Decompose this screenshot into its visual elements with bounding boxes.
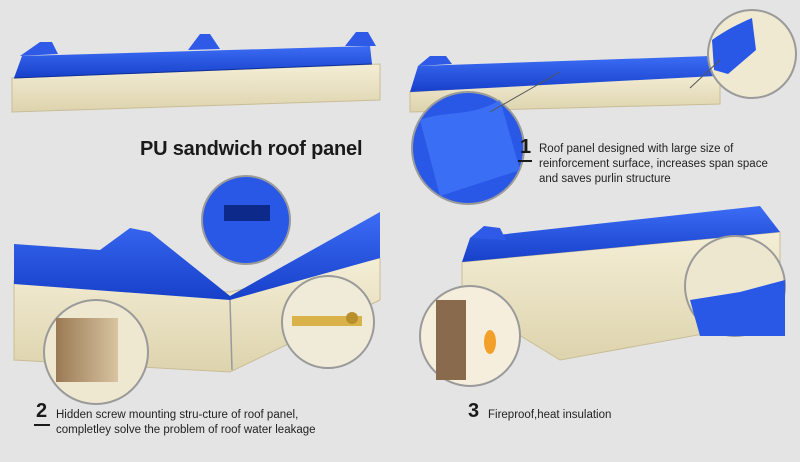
reinforcement-detail-illustration xyxy=(409,9,797,205)
caption-line: Roof panel designed with large size of xyxy=(539,143,734,155)
caption-line: Hidden screw mounting stru-cture of roof… xyxy=(56,409,299,421)
caption-line: reinforcement surface, increases span sp… xyxy=(539,158,768,170)
feature-2-underline xyxy=(34,424,50,426)
caption-line: completley solve the problem of roof wat… xyxy=(56,424,316,436)
feature-1-underline xyxy=(518,160,532,162)
feature-caption-3: Fireproof,heat insulation xyxy=(488,408,611,423)
page-title: PU sandwich roof panel xyxy=(140,138,363,160)
fireproof-illustration xyxy=(419,206,786,387)
caption-line: and saves purlin structure xyxy=(539,173,671,185)
feature-number-2: 2 xyxy=(36,400,48,422)
caption-line: Fireproof,heat insulation xyxy=(488,409,612,421)
hidden-screw-illustration xyxy=(13,175,381,405)
roof-panel-overview xyxy=(11,32,381,113)
feature-number-1: 1 xyxy=(520,136,532,158)
feature-caption-1: Roof panel designed with large size of r… xyxy=(539,142,768,187)
feature-number-3: 3 xyxy=(468,400,480,422)
feature-caption-2: Hidden screw mounting stru-cture of roof… xyxy=(56,408,316,438)
